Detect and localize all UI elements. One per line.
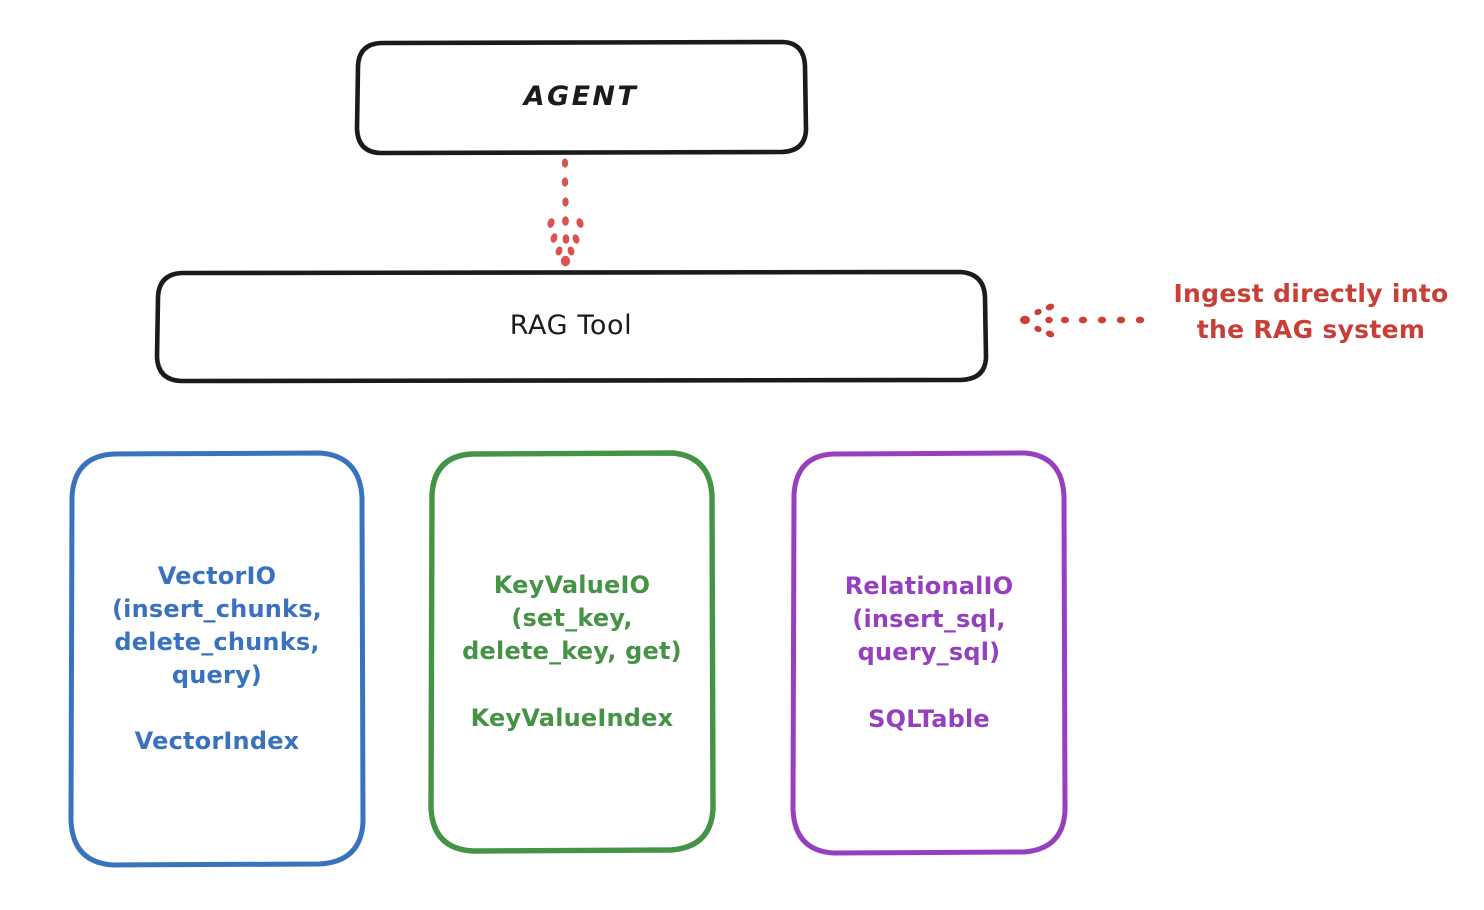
- node-rag-tool[interactable]: RAG Tool: [154, 269, 989, 384]
- node-key-value-io[interactable]: KeyValueIO (set_key, delete_key, get) Ke…: [428, 450, 716, 854]
- connector-ingest-arrow: [1020, 303, 1145, 338]
- rag-tool-label: RAG Tool: [509, 310, 633, 342]
- agent-label: AGENT: [523, 81, 639, 113]
- node-agent[interactable]: AGENT: [354, 39, 809, 156]
- annotation-ingest: Ingest directly into the RAG system: [1173, 279, 1449, 344]
- connector-agent-to-rag-tool: [547, 158, 584, 267]
- node-relational-io[interactable]: RelationalIO (insert_sql, query_sql) SQL…: [790, 450, 1068, 856]
- vector-io-label: VectorIO (insert_chunks, delete_chunks, …: [112, 561, 322, 756]
- node-vector-io[interactable]: VectorIO (insert_chunks, delete_chunks, …: [68, 450, 366, 868]
- key-value-io-label: KeyValueIO (set_key, delete_key, get) Ke…: [462, 571, 682, 732]
- relational-io-label: RelationalIO (insert_sql, query_sql) SQL…: [844, 572, 1014, 733]
